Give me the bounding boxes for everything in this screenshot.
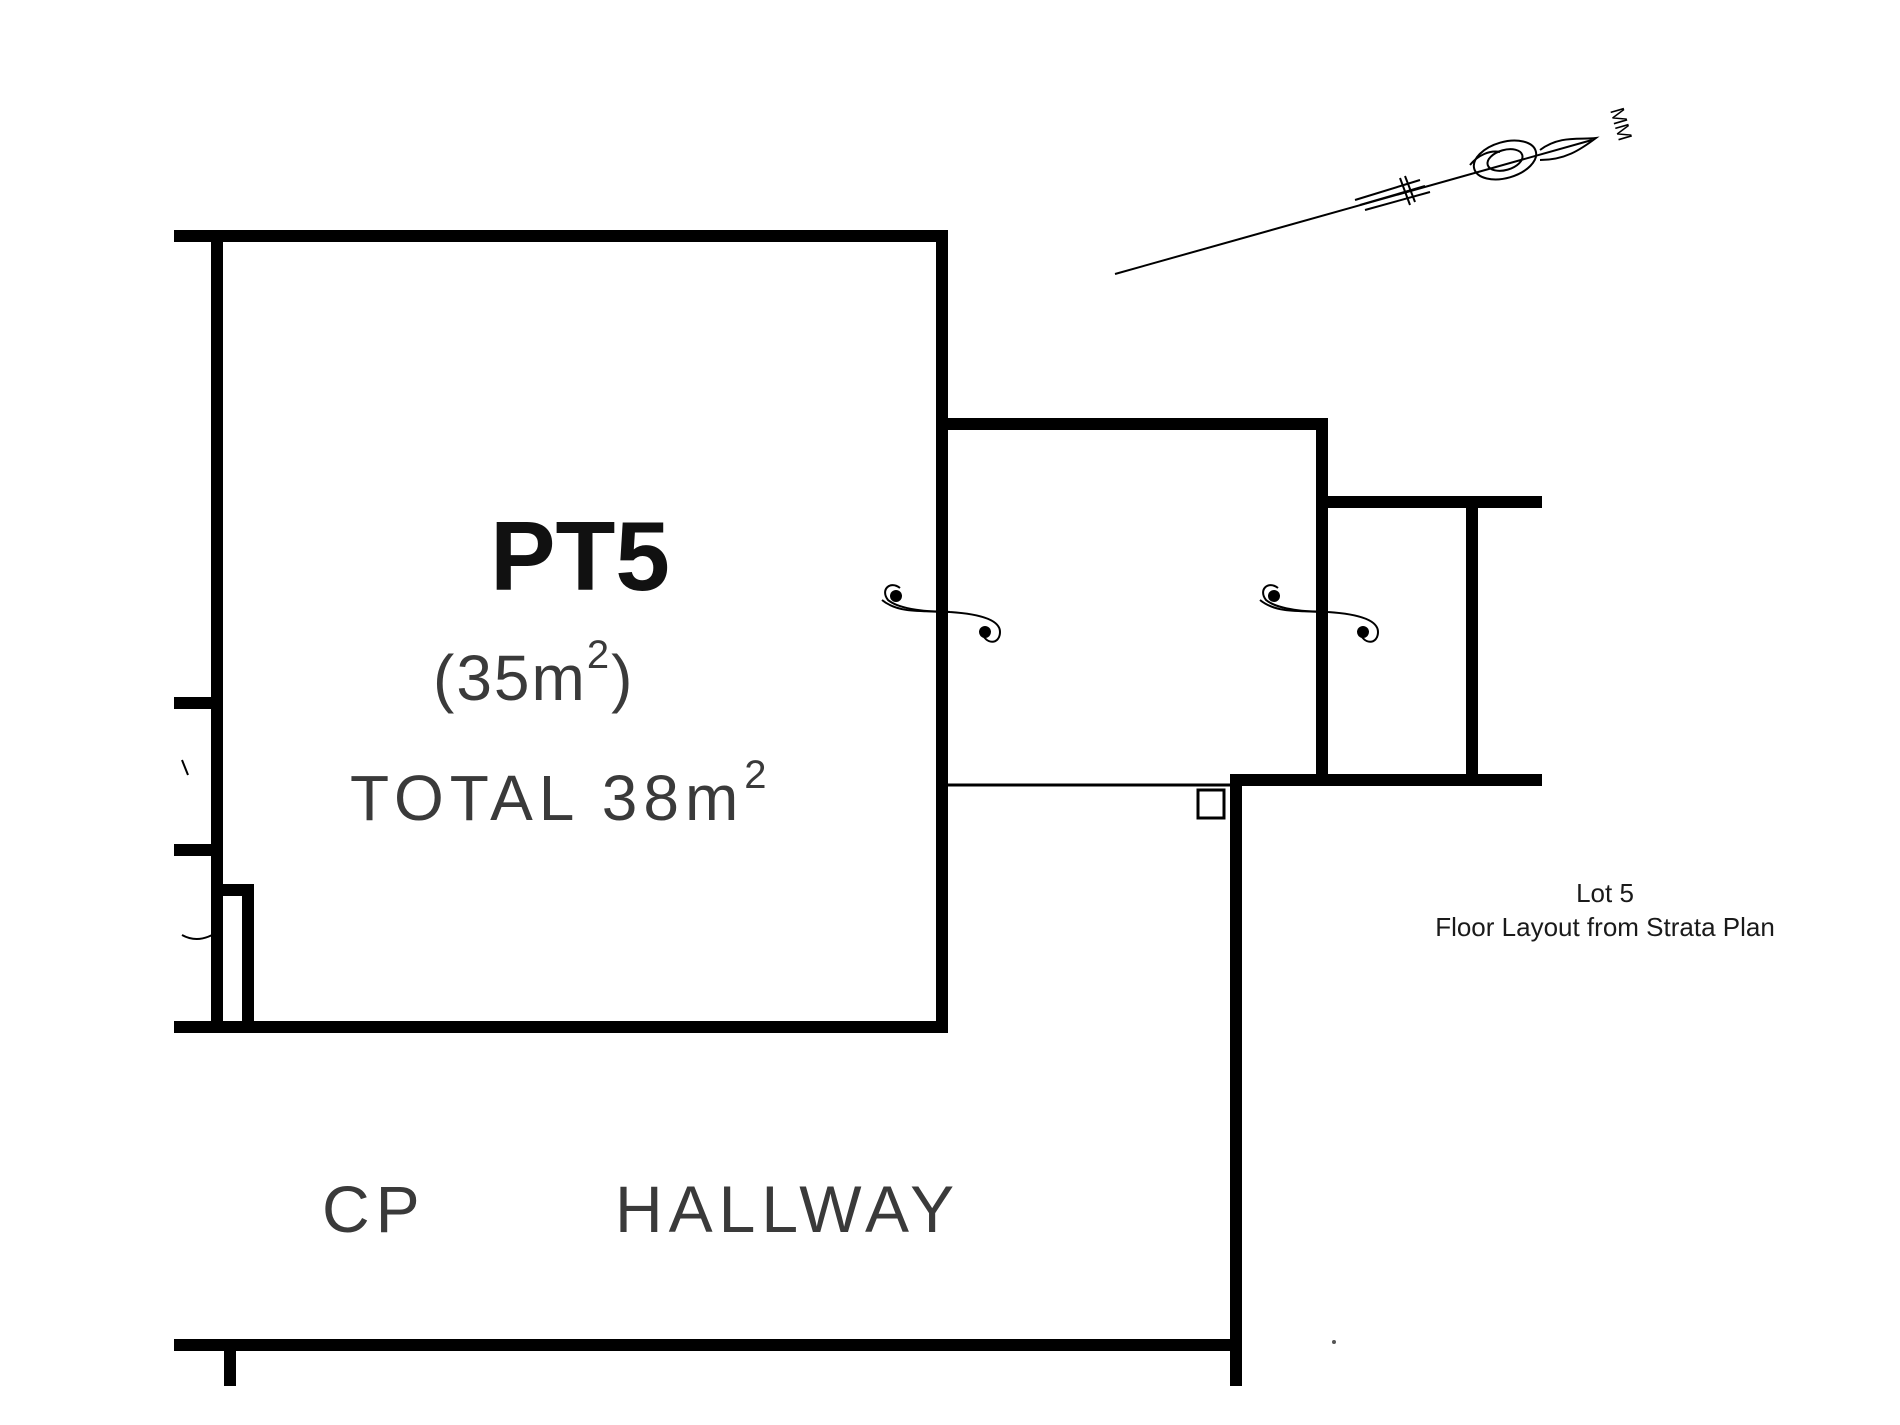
north-arrow-icon: MM <box>1114 105 1636 275</box>
lot-area-value: (35m <box>433 642 587 714</box>
lot-total-superscript: 2 <box>744 753 772 797</box>
hallway-walls <box>174 1339 1336 1386</box>
lot-pt5-walls <box>174 230 948 1033</box>
caption-description: Floor Layout from Strata Plan <box>1435 912 1775 942</box>
lot-area-superscript: 2 <box>587 633 611 677</box>
plan-caption: Lot 5 Floor Layout from Strata Plan <box>1380 876 1830 944</box>
lot-total-area: TOTAL 38m2 <box>350 753 773 834</box>
lot-area: (35m2) <box>433 633 634 714</box>
north-arrow-label: MM <box>1605 105 1635 143</box>
tie-symbol <box>881 584 1002 643</box>
lot-total-value: TOTAL 38m <box>350 762 744 834</box>
lot-title: PT5 <box>490 501 670 611</box>
balcony-walls <box>936 418 1542 1386</box>
lot-area-close: ) <box>611 642 634 714</box>
common-property-label: CP <box>322 1172 426 1246</box>
hallway-label: HALLWAY <box>615 1172 960 1246</box>
caption-lot: Lot 5 <box>1576 878 1634 908</box>
adjacent-room-fragment <box>174 697 254 1033</box>
tie-symbol <box>1259 584 1380 643</box>
